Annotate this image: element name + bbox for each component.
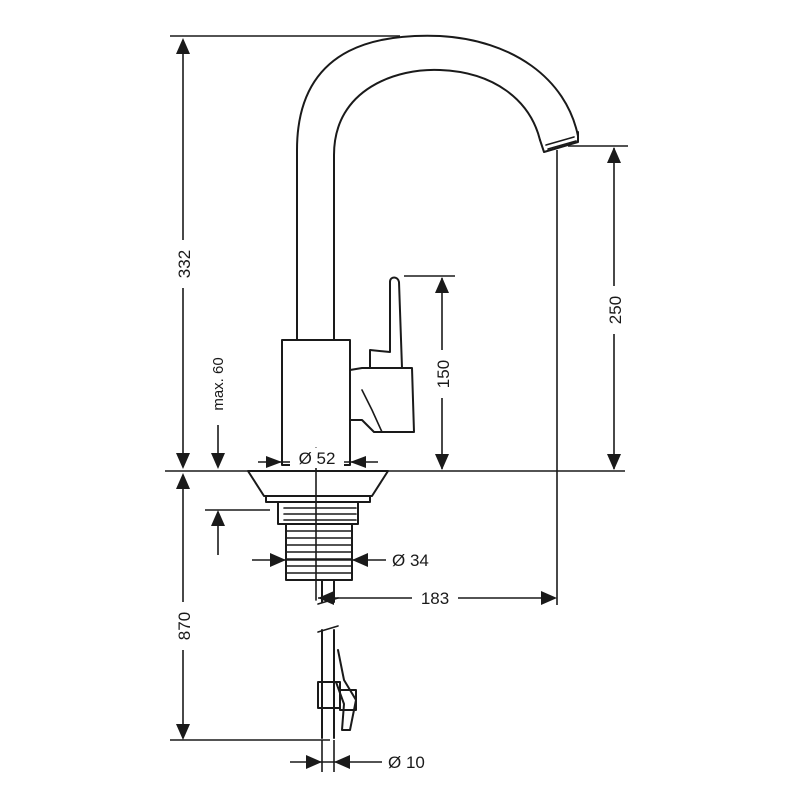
lever-handle (369, 276, 403, 369)
arrow-332-bottom (176, 453, 190, 469)
aerator-mesh-1 (545, 136, 575, 146)
arrow-183-left (318, 591, 334, 605)
base-flange (247, 470, 389, 497)
label-d34: Ø 34 (392, 551, 429, 570)
lever-detail (361, 389, 383, 433)
arrow-d52-right (350, 456, 366, 468)
arrow-150-top (435, 277, 449, 293)
arrow-250-top (607, 147, 621, 163)
aerator (539, 131, 579, 153)
label-bg-150 (432, 350, 452, 398)
lever-cartridge (349, 367, 415, 433)
arrow-332-top (176, 38, 190, 54)
arrow-d10-right (334, 755, 350, 769)
arrow-250-bottom (607, 454, 621, 470)
arrow-max60-bottom (211, 510, 225, 526)
hose-right (335, 649, 357, 731)
label-bg-332 (173, 240, 193, 288)
shank-threads (283, 507, 357, 574)
label-250: 250 (606, 296, 625, 324)
label-bg-870 (173, 602, 193, 650)
spout-outer-contour (296, 34, 579, 336)
arrow-870-top (176, 473, 190, 489)
arrow-d52-left (266, 456, 282, 468)
arrow-d34-right (352, 553, 368, 567)
faucet-body (281, 339, 351, 466)
label-332: 332 (175, 250, 194, 278)
label-183: 183 (421, 589, 449, 608)
label-max60: max. 60 (210, 357, 227, 410)
arrow-d34-left (270, 553, 286, 567)
label-bg-250 (604, 286, 624, 334)
hose-break-marks (317, 597, 339, 633)
dimension-labels: 332 870 max. 60 150 250 Ø 52 Ø 34 183 Ø … (173, 240, 625, 772)
arrow-870-bottom (176, 724, 190, 740)
arrow-150-bottom (435, 454, 449, 470)
faucet-outline (247, 34, 579, 739)
label-bg-183 (412, 588, 458, 608)
hose-fitting-right (339, 689, 357, 711)
label-150: 150 (434, 360, 453, 388)
label-bg-d52 (290, 448, 344, 468)
arrow-d10-left (306, 755, 322, 769)
arrow-max60-top (211, 453, 225, 469)
label-d52: Ø 52 (299, 449, 336, 468)
arrow-183-right (541, 591, 557, 605)
aerator-mesh-2 (547, 140, 577, 150)
label-d10: Ø 10 (388, 753, 425, 772)
label-870: 870 (175, 612, 194, 640)
spout-inner-contour (333, 68, 541, 336)
